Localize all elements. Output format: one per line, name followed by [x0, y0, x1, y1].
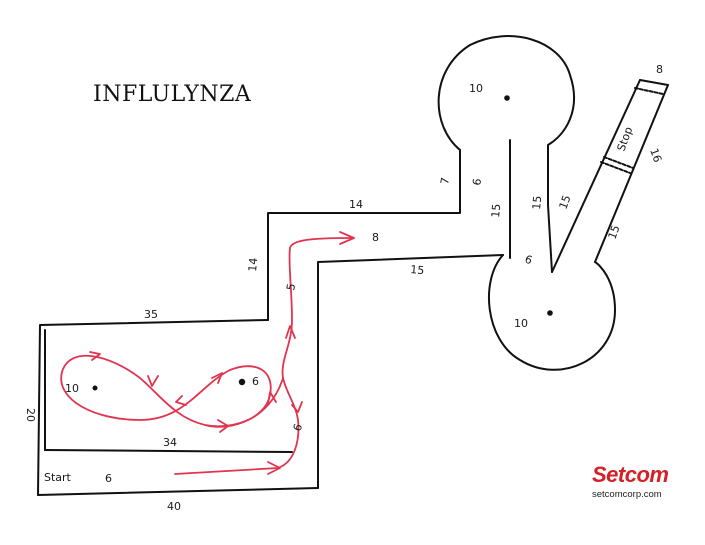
bottom-circle	[487, 254, 616, 371]
arrow-start	[267, 461, 281, 475]
label-10-bottom: 10	[514, 317, 528, 330]
arrow-up	[285, 325, 296, 339]
course-left-wall	[37, 319, 269, 496]
course-upper-wall	[267, 149, 461, 321]
course-outer-wall	[317, 254, 504, 489]
label-40: 40	[167, 500, 181, 513]
stop-line-2	[600, 161, 631, 174]
label-10-top: 10	[469, 82, 483, 95]
arrow-loop-bottom	[217, 419, 229, 433]
ride-path-figure8	[60, 354, 284, 428]
arrow-right-loop	[267, 391, 277, 405]
label-15-b: 15	[530, 195, 544, 210]
top-circle	[437, 35, 575, 206]
brand-url: setcomcorp.com	[592, 489, 662, 500]
course-title: INFLULYNZA	[93, 82, 252, 107]
stop-line-top	[634, 87, 664, 95]
course-bottom-wall	[37, 487, 319, 496]
stop-chute-right	[594, 84, 669, 263]
label-34: 34	[163, 436, 177, 449]
stop-chute-left	[551, 79, 641, 273]
label-8-path: 8	[372, 231, 379, 244]
label-6-path: 6	[291, 422, 306, 433]
label-20: 20	[24, 408, 37, 422]
ride-path-climb	[277, 237, 353, 469]
arrow-loop-left	[89, 351, 101, 361]
label-6-mid: 6	[252, 375, 259, 388]
label-15-e: 15	[410, 263, 425, 277]
arrow-loop-right	[175, 395, 187, 406]
label-7: 7	[438, 176, 452, 185]
brand-logo: Setcom	[592, 462, 669, 487]
label-16: 16	[647, 147, 664, 165]
label-8-top: 8	[656, 63, 663, 76]
arrow-top	[339, 231, 355, 245]
label-5: 5	[284, 282, 298, 291]
center-dot-mid	[238, 378, 246, 386]
label-6-start: 6	[105, 472, 112, 485]
label-6-bottom-circle: 6	[523, 253, 534, 268]
stop-chute-top	[639, 79, 669, 86]
course-inner-wall	[44, 449, 293, 453]
center-dot-bottom	[547, 310, 553, 316]
center-dot-left	[92, 385, 98, 391]
stop-line-1	[603, 156, 634, 169]
label-15-a: 15	[489, 203, 503, 218]
label-35: 35	[144, 308, 158, 321]
ride-path-start	[174, 467, 279, 475]
center-dot-top	[504, 95, 510, 101]
arrow-small	[291, 401, 303, 413]
label-15-d: 15	[606, 223, 623, 241]
label-start: Start	[44, 471, 72, 484]
stem-right	[547, 204, 553, 273]
label-6-top: 6	[470, 177, 484, 186]
arrow-loop-mid	[211, 372, 223, 384]
label-14-top: 14	[349, 198, 363, 211]
arrow-loop-down	[147, 375, 159, 387]
label-14-side: 14	[246, 257, 260, 272]
label-10-left: 10	[65, 382, 79, 395]
label-15-c: 15	[557, 193, 574, 211]
